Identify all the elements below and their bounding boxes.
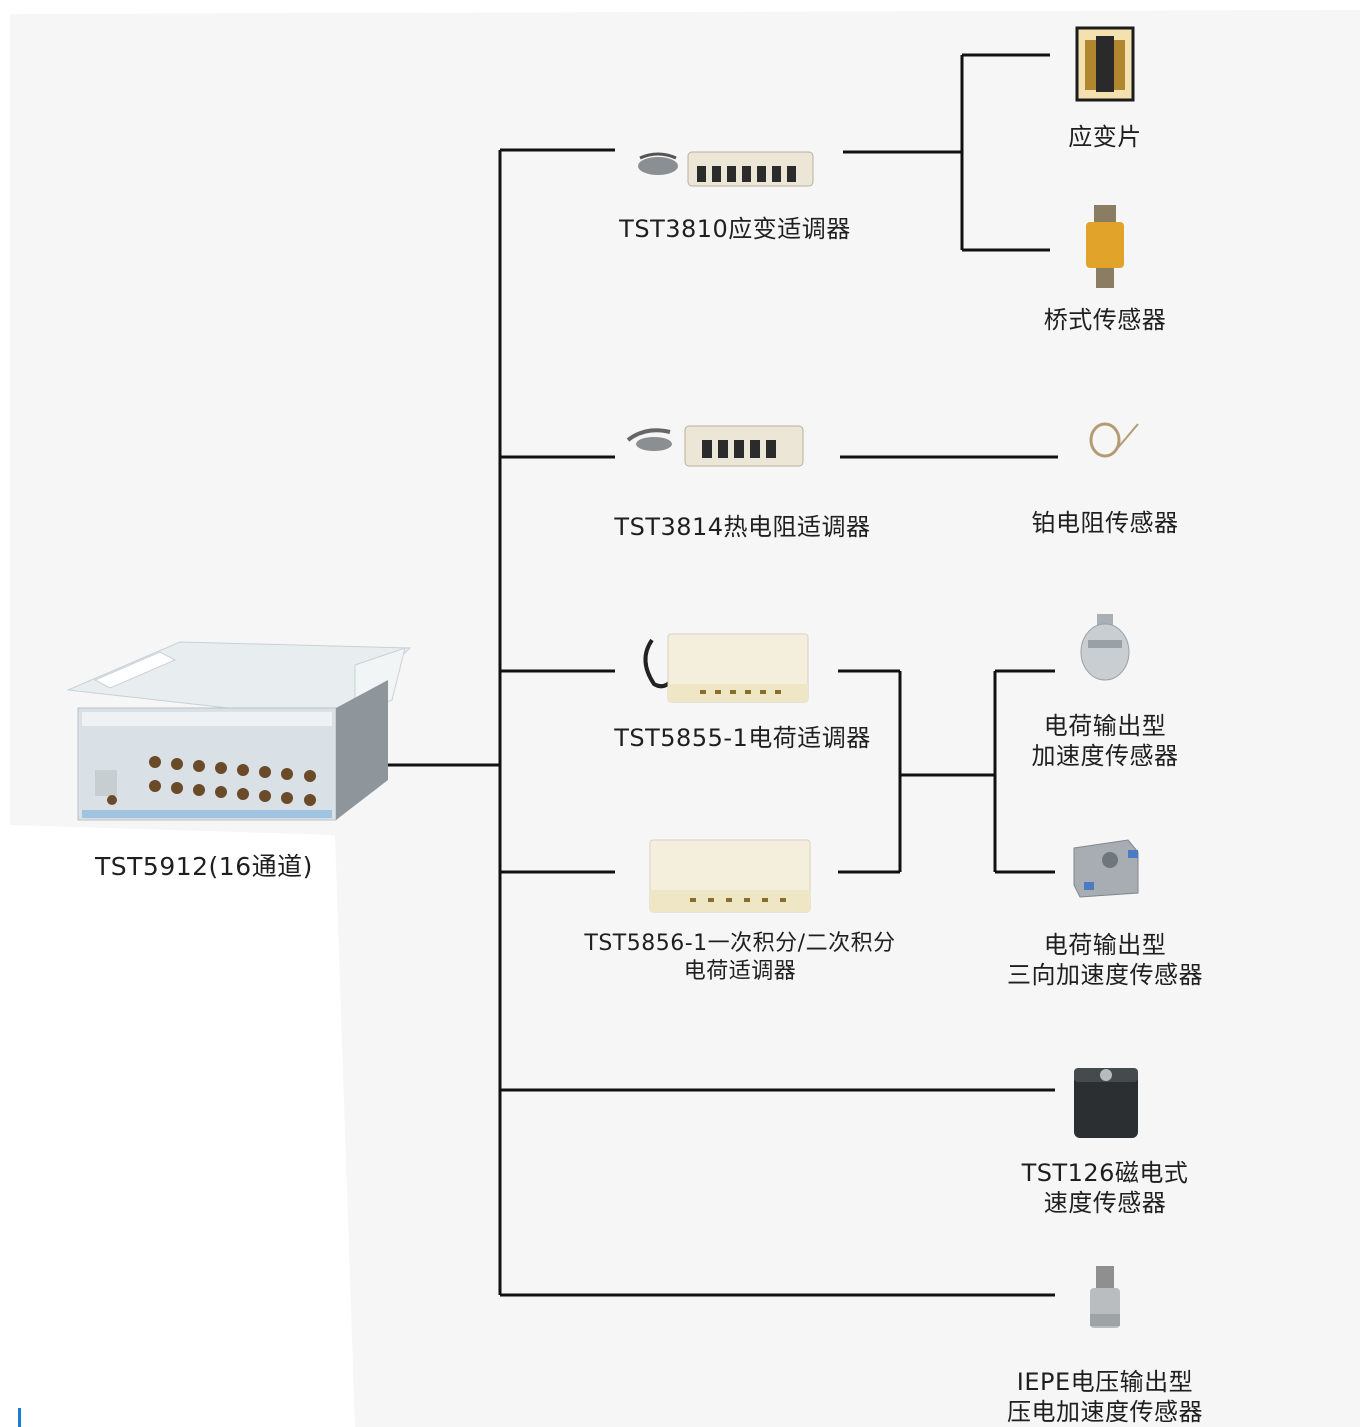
tst3814-label: TST3814热电阻适调器 xyxy=(614,513,871,541)
tst5855-label: TST5855-1电荷适调器 xyxy=(614,724,871,752)
charge-accel-sensor-image xyxy=(1080,614,1130,681)
charge-triaxial-sensor-image xyxy=(1073,839,1139,898)
iepe-label: IEPE电压输出型 压电加速度传感器 xyxy=(1007,1368,1203,1426)
background-panel xyxy=(10,10,1360,1427)
charge-triaxial-label: 电荷输出型 三向加速度传感器 xyxy=(1007,931,1203,989)
tst5912-device-image xyxy=(66,641,412,821)
accent-bar xyxy=(18,1408,21,1427)
iepe-sensor-image xyxy=(1090,1266,1120,1328)
tst3814-conditioner-image xyxy=(626,425,804,467)
tst5856-conditioner-image xyxy=(649,839,811,913)
strain-gauge-image xyxy=(1075,26,1135,102)
platinum-sensor-label: 铂电阻传感器 xyxy=(1031,509,1179,537)
tst3810-conditioner-image xyxy=(638,151,814,187)
bridge-sensor-label: 桥式传感器 xyxy=(1043,306,1167,334)
platinum-sensor-image xyxy=(1089,422,1139,458)
tst126-velocity-sensor-image xyxy=(1074,1068,1138,1138)
strain-gauge-label: 应变片 xyxy=(1068,123,1142,151)
bridge-sensor-image xyxy=(1086,205,1124,288)
charge-accel-label: 电荷输出型 加速度传感器 xyxy=(1031,712,1179,770)
main-device-label: TST5912(16通道) xyxy=(95,852,313,881)
connection-lines xyxy=(385,53,1058,1297)
tst126-label: TST126磁电式 速度传感器 xyxy=(1021,1159,1189,1217)
tst5855-conditioner-image xyxy=(643,633,809,703)
tst5856-label: TST5856-1一次积分/二次积分 电荷适调器 xyxy=(584,931,896,984)
tst3810-label: TST3810应变适调器 xyxy=(619,215,851,243)
